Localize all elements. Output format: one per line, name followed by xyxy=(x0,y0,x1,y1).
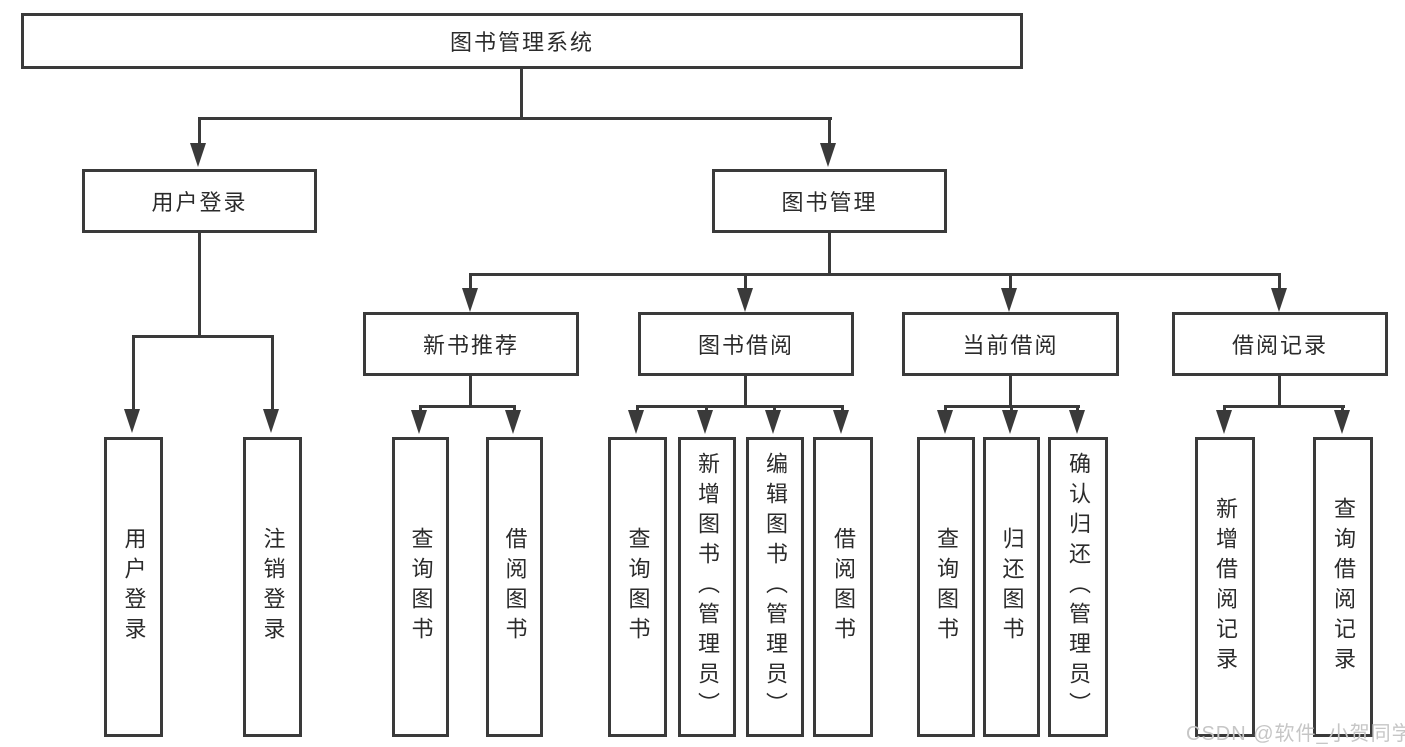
node-current-borrowing: 当前借阅 xyxy=(902,312,1119,376)
connector-line xyxy=(469,273,472,288)
watermark: CSDN @软件_小贺同学 xyxy=(1186,723,1405,745)
arrow-down-icon xyxy=(1271,288,1287,312)
arrow-down-icon xyxy=(1069,410,1085,434)
leaf-edit-books-admin: 编辑图书（管理员） xyxy=(746,437,804,737)
node-user-login: 用户登录 xyxy=(82,169,317,233)
connector-line xyxy=(271,335,274,411)
arrow-down-icon xyxy=(628,410,644,434)
connector-line xyxy=(1009,273,1012,288)
leaf-confirm-return-admin: 确认归还（管理员） xyxy=(1048,437,1108,737)
arrow-down-icon xyxy=(1002,410,1018,434)
connector-line xyxy=(198,117,832,120)
leaf-borrow-books-borrowing: 借阅图书 xyxy=(813,437,873,737)
connector-line xyxy=(469,374,472,407)
connector-line xyxy=(469,273,1281,276)
connector-line xyxy=(419,405,516,408)
leaf-add-books-admin: 新增图书（管理员） xyxy=(678,437,736,737)
arrow-down-icon xyxy=(462,288,478,312)
connector-line xyxy=(198,117,201,145)
connector-line xyxy=(198,231,201,337)
node-book-management: 图书管理 xyxy=(712,169,947,233)
connector-line xyxy=(828,117,831,145)
arrow-down-icon xyxy=(124,409,140,433)
connector-line xyxy=(419,405,422,413)
connector-line xyxy=(636,405,639,413)
leaf-add-borrow-record: 新增借阅记录 xyxy=(1195,437,1255,737)
connector-line xyxy=(773,405,776,413)
arrow-down-icon xyxy=(820,143,836,167)
arrow-down-icon xyxy=(263,409,279,433)
arrow-down-icon xyxy=(411,410,427,434)
connector-line xyxy=(513,405,516,413)
arrow-down-icon xyxy=(765,410,781,434)
leaf-logout: 注销登录 xyxy=(243,437,302,737)
connector-line xyxy=(744,374,747,407)
connector-line xyxy=(132,335,135,411)
connector-line xyxy=(828,231,831,275)
arrow-down-icon xyxy=(505,410,521,434)
arrow-down-icon xyxy=(737,288,753,312)
connector-line xyxy=(944,405,947,413)
connector-line xyxy=(1341,405,1344,413)
arrow-down-icon xyxy=(833,410,849,434)
connector-line xyxy=(132,335,274,338)
node-borrowing-records: 借阅记录 xyxy=(1172,312,1388,376)
arrow-down-icon xyxy=(1216,410,1232,434)
connector-line xyxy=(744,273,747,288)
leaf-user-login: 用户登录 xyxy=(104,437,163,737)
leaf-query-books-recommend: 查询图书 xyxy=(392,437,449,737)
connector-line xyxy=(1223,405,1226,413)
connector-line xyxy=(1010,405,1013,413)
leaf-query-books-borrowing: 查询图书 xyxy=(608,437,667,737)
leaf-return-books: 归还图书 xyxy=(983,437,1040,737)
arrow-down-icon xyxy=(1334,410,1350,434)
node-new-book-recommendation: 新书推荐 xyxy=(363,312,579,376)
arrow-down-icon xyxy=(937,410,953,434)
connector-line xyxy=(705,405,708,413)
connector-line xyxy=(1009,374,1012,407)
leaf-query-books-current: 查询图书 xyxy=(917,437,975,737)
node-library-management-system: 图书管理系统 xyxy=(21,13,1023,69)
connector-line xyxy=(636,405,844,408)
leaf-borrow-books-recommend: 借阅图书 xyxy=(486,437,543,737)
node-book-borrowing: 图书借阅 xyxy=(638,312,854,376)
connector-line xyxy=(1278,273,1281,288)
connector-line xyxy=(841,405,844,413)
connector-line xyxy=(1223,405,1345,408)
arrow-down-icon xyxy=(697,410,713,434)
leaf-query-borrow-record: 查询借阅记录 xyxy=(1313,437,1373,737)
connector-line xyxy=(1076,405,1079,413)
connector-line xyxy=(1278,374,1281,407)
arrow-down-icon xyxy=(1001,288,1017,312)
connector-line xyxy=(520,67,523,117)
arrow-down-icon xyxy=(190,143,206,167)
